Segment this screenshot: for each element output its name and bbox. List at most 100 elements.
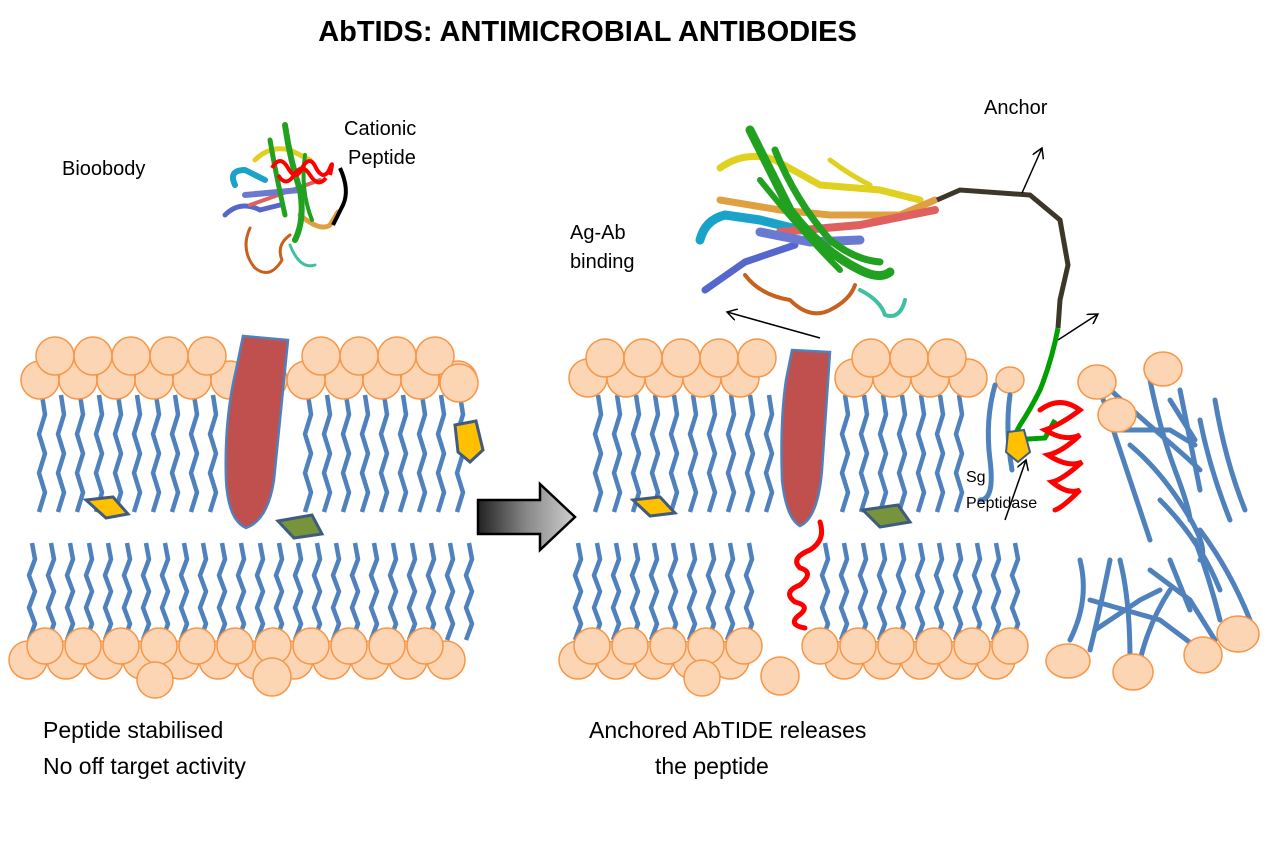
membrane-protein-left [224, 334, 290, 530]
lipid-tail [839, 394, 851, 513]
lipid-tail [368, 542, 380, 641]
lipid-tail [858, 394, 870, 513]
lipid-head [111, 336, 151, 376]
lipid-tail [591, 542, 603, 641]
lipid-tail [406, 542, 418, 641]
caption-right-line1: Anchored AbTIDE releases [589, 717, 867, 743]
lipid-tail [705, 542, 717, 641]
lipid-head [439, 363, 479, 403]
lipid-tail [857, 542, 869, 641]
lipid-tail [724, 542, 736, 641]
lipid-head [178, 627, 216, 665]
caption-left-line1: Peptide stabilised [43, 717, 224, 743]
lipid-tail [444, 542, 456, 641]
lipid-tail [1009, 542, 1021, 641]
olive-protein-right [859, 503, 913, 529]
lipid-tail [611, 394, 623, 513]
lipid-tail [55, 394, 67, 513]
anchor-linker [936, 187, 1071, 329]
lipid-head [737, 338, 777, 378]
lipid-tail [952, 542, 964, 641]
lipid-tail [629, 542, 641, 641]
lipid-tail [914, 542, 926, 641]
left-tails-upper [36, 394, 466, 513]
yellow-protein-right [629, 495, 679, 518]
lipid-head [683, 659, 721, 697]
lipid-tail [895, 542, 907, 641]
lipid-tail [359, 394, 371, 513]
lipid-tail [763, 394, 775, 513]
cationic-peptide-black-strand [331, 167, 348, 226]
lipid-tail [235, 542, 247, 641]
lipid-tail [687, 394, 699, 513]
lipid-tail [340, 394, 352, 513]
lipid-tail [207, 394, 219, 513]
lipid-tail [990, 542, 1002, 641]
lipid-tail [572, 542, 584, 641]
label-cationic-line2: Peptide [348, 147, 416, 169]
lipid-tail [159, 542, 171, 641]
right-heads-upper [568, 338, 988, 398]
lipid-tail [915, 394, 927, 513]
lipid-tail [74, 394, 86, 513]
lipid-head [252, 657, 292, 697]
membrane-protein-right [780, 348, 832, 528]
lipid-head [368, 627, 406, 665]
lipid-tail [254, 542, 266, 641]
lipid-tail [112, 394, 124, 513]
lipid-tail [610, 542, 622, 641]
lipid-head [661, 338, 701, 378]
lipid-tail [425, 542, 437, 641]
antibody-ribbon-icon [222, 122, 341, 274]
label-sg-line1: Sg [966, 469, 986, 486]
label-agab-line2: binding [570, 251, 635, 273]
lipid-head [839, 627, 877, 665]
lipid-tail [667, 542, 679, 641]
yellow-protein-left-lower [82, 495, 131, 520]
lipid-head [927, 338, 967, 378]
lipid-tail [140, 542, 152, 641]
lipid-tail [725, 394, 737, 513]
right-heads-lower [558, 627, 1029, 697]
lipid-tail [36, 394, 48, 513]
lipid-head [877, 627, 915, 665]
lipid-tail [743, 542, 755, 641]
lipid-tail [896, 394, 908, 513]
lipid-tail [933, 542, 945, 641]
lipid-tail [706, 394, 718, 513]
lipid-tail [330, 542, 342, 641]
caption-right-line2: the peptide [655, 753, 769, 779]
diagram-title: AbTIDS: ANTIMICROBIAL ANTIBODIES [318, 16, 857, 48]
lipid-tail [311, 542, 323, 641]
disrupted-lipid-heads [995, 351, 1260, 691]
lipid-tail [686, 542, 698, 641]
lipid-head [573, 627, 611, 665]
lipid-tail [121, 542, 133, 641]
lipid-tail [397, 394, 409, 513]
anchor-arrow-right [1057, 314, 1098, 341]
lipid-tail [102, 542, 114, 641]
left-tails-lower [26, 542, 475, 641]
label-bioobody: Bioobody [62, 158, 146, 180]
right-tails-upper [592, 394, 965, 513]
lipid-tail [934, 394, 946, 513]
lipid-tail [64, 542, 76, 641]
lipid-tail [953, 394, 965, 513]
lipid-head [339, 336, 379, 376]
agab-arrow [727, 312, 821, 339]
anchor-green-segment [1007, 327, 1061, 443]
label-sg-line2: Peptidase [966, 495, 1038, 512]
lipid-head [725, 627, 763, 665]
lipid-tail [188, 394, 200, 513]
lipid-tail [649, 394, 661, 513]
lipid-head [292, 627, 330, 665]
disrupted-membrane [1067, 367, 1253, 663]
lipid-tail [321, 394, 333, 513]
lipid-head [26, 627, 64, 665]
lipid-head [851, 338, 891, 378]
lipid-head [187, 336, 227, 376]
sg-peptidase-shape [1004, 428, 1032, 464]
lipid-tail [592, 394, 604, 513]
lipid-tail [630, 394, 642, 513]
